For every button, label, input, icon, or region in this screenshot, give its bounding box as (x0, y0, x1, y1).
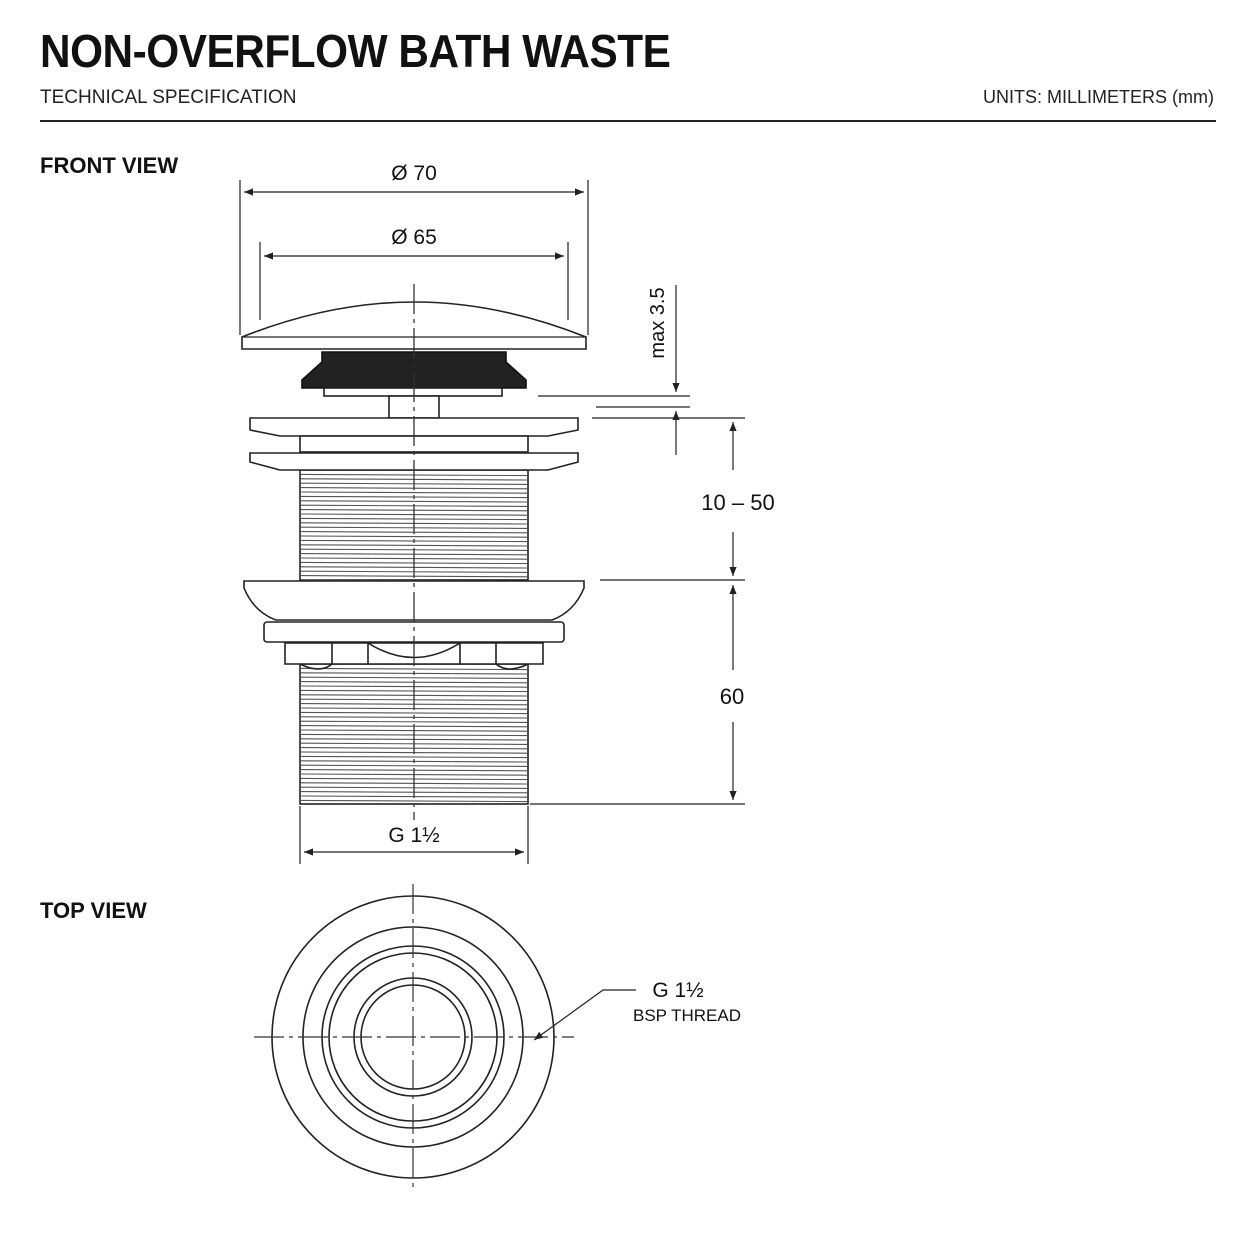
top-view-label: TOP VIEW (40, 898, 147, 923)
dim-body-length (530, 585, 745, 805)
top-view-centre-lines (254, 884, 574, 1192)
thread-line (300, 720, 528, 723)
page-subtitle: TECHNICAL SPECIFICATION (40, 87, 297, 108)
thread-line (300, 535, 528, 538)
seal-ring (323, 387, 503, 397)
thread-line (300, 799, 528, 803)
thread-callout-leader (533, 989, 636, 1041)
dim-thread-width-label: G 1½ (388, 824, 439, 847)
dim-cap-height-label: max 3.5 (647, 287, 669, 358)
dim-thread-width (299, 806, 529, 864)
rubber-seal (301, 351, 527, 389)
dim-cap-inner (259, 242, 569, 320)
thread-line (300, 764, 528, 767)
thread-line (300, 711, 528, 715)
thread-line (300, 667, 528, 671)
thread-line (300, 755, 528, 759)
front-view-label: FRONT VIEW (40, 153, 179, 178)
thread-type-label: BSP THREAD (633, 1006, 741, 1025)
thread-line (300, 544, 528, 547)
dim-clamping-range (592, 417, 745, 581)
dim-body-length-label: 60 (720, 684, 744, 709)
nut-lower-curve (299, 663, 529, 670)
page-title: NON-OVERFLOW BATH WASTE (40, 25, 671, 77)
header-rule (40, 120, 1216, 122)
units-note: UNITS: MILLIMETERS (mm) (982, 87, 1214, 107)
dim-cap-outer-label: Ø 70 (391, 162, 437, 185)
thread-line (300, 491, 528, 494)
thread-line (300, 676, 528, 679)
thread-callout-label: G 1½ (652, 979, 703, 1002)
dim-clamping-range-label: 10 – 50 (701, 490, 774, 515)
dim-cap-inner-label: Ø 65 (391, 226, 437, 249)
dim-cap-outer (239, 180, 589, 335)
lower-thread-lines (300, 667, 528, 803)
thread-line (300, 500, 528, 503)
